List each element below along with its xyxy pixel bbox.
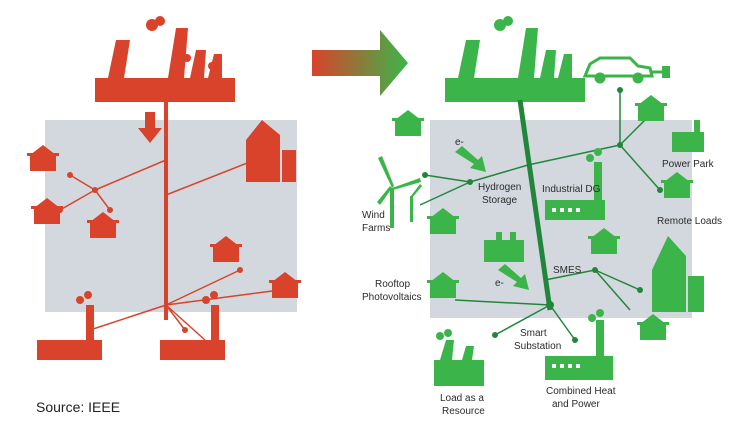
electron-arrow-icon: [455, 146, 486, 172]
load-resource-plant-icon: [434, 329, 484, 386]
storage-icon: [484, 232, 524, 262]
office-building-icon: [246, 120, 296, 182]
electron-arrow-icon: [498, 264, 529, 290]
label-remote-loads: Remote Loads: [657, 216, 722, 227]
label-smes: SMES: [553, 265, 582, 276]
label-hydrogen-1: Hydrogen: [478, 182, 521, 193]
label-chp-1: Combined Heat: [546, 386, 616, 397]
label-smart-substation-2: Substation: [514, 341, 561, 352]
label-e2: e-: [495, 278, 504, 289]
power-park-icon: [672, 120, 704, 152]
down-arrow-icon: [138, 112, 162, 143]
industrial-dg-icon: [545, 148, 605, 220]
transition-arrow: [312, 30, 408, 96]
house-icon: [635, 95, 667, 121]
label-smart-substation-1: Smart: [520, 328, 547, 339]
transmission-trunk: [517, 99, 553, 311]
smart-grid: [377, 16, 704, 386]
label-hydrogen-2: Storage: [482, 195, 517, 206]
label-rooftop-1: Rooftop: [375, 279, 410, 290]
power-plant-icon: [95, 16, 235, 102]
wind-turbine-icon: [377, 156, 422, 228]
traditional-grid: [27, 16, 301, 360]
transmission-trunk: [164, 100, 168, 320]
label-power-park: Power Park: [662, 159, 715, 170]
label-industrial: Industrial DG: [542, 184, 601, 195]
label-rooftop-2: Photovoltaics: [362, 292, 421, 303]
label-wind-2: Farms: [362, 223, 390, 234]
house-icon: [392, 110, 424, 136]
office-building-icon: [652, 236, 704, 312]
electric-car-icon: [582, 56, 662, 84]
factory-icon: [160, 291, 225, 360]
power-plant-icon: [445, 16, 585, 102]
label-e1: e-: [455, 137, 464, 148]
label-load-resource-2: Resource: [442, 406, 485, 417]
plug-icon: [662, 66, 670, 78]
label-wind-1: Wind: [362, 210, 385, 221]
label-chp-2: and Power: [552, 399, 600, 410]
factory-icon: [37, 291, 102, 360]
source-caption: Source: IEEE: [36, 399, 121, 415]
label-load-resource-1: Load as a: [440, 393, 484, 404]
chp-plant-icon: [545, 309, 613, 380]
